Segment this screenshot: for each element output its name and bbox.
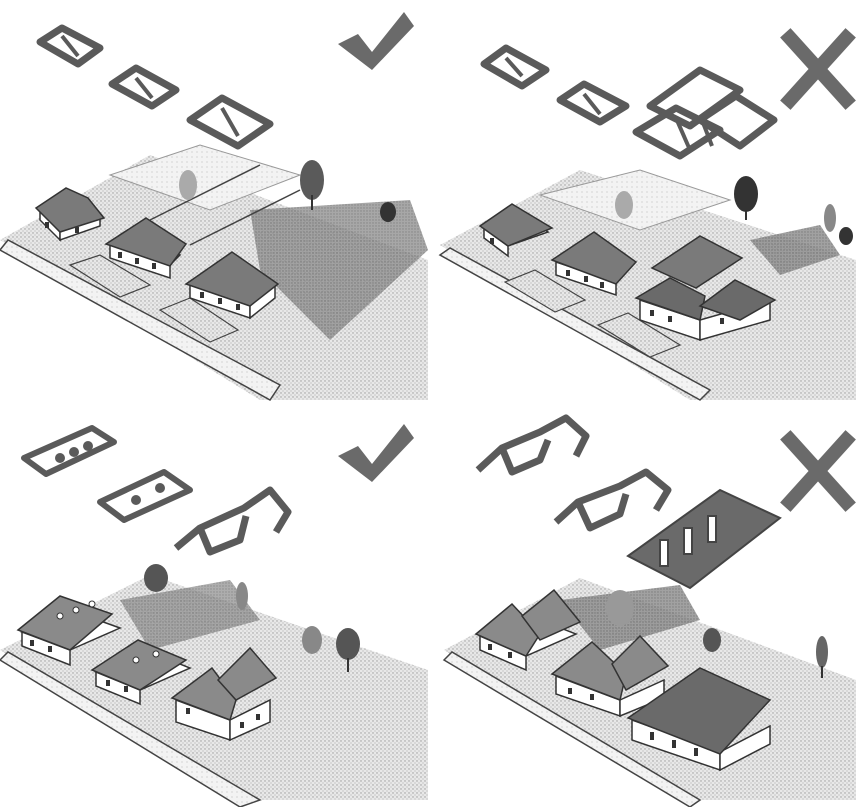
roof-icon-hip-1 [40,28,100,64]
cross-mark-icon [790,440,846,502]
roof-icon-hip-2 [112,68,176,106]
tree [380,202,396,222]
tree [300,160,324,210]
tree [839,227,853,245]
panel-bottom-right [444,418,856,807]
check-mark-icon [338,424,414,482]
roof-icon-complex-hip [636,70,774,156]
panel-top-left [0,12,428,400]
tree [615,191,633,219]
roof-icon-cross-gable-2 [556,472,668,528]
tree [144,564,168,592]
tree [302,626,322,654]
cross-mark-icon [790,38,846,100]
roof-icon-hip-2 [560,84,626,122]
roof-icon-long-gable [628,490,780,588]
panel-bottom-left [0,424,428,807]
roof-icon-cross-gable [176,490,288,552]
roof-icon-cross-gable-1 [478,418,586,472]
panel-top-right [440,38,856,400]
tree [606,590,634,626]
tree [703,628,721,652]
tree [824,204,836,232]
roof-icon-gable-dormers-2 [100,472,190,520]
tree [179,170,197,200]
tree [734,176,758,220]
roof-icon-gable-dormers-1 [24,428,114,474]
roof-icon-hip-3 [190,98,270,146]
roof-icon-hip-1 [484,48,546,86]
tree [236,582,248,610]
check-mark-icon [338,12,414,70]
